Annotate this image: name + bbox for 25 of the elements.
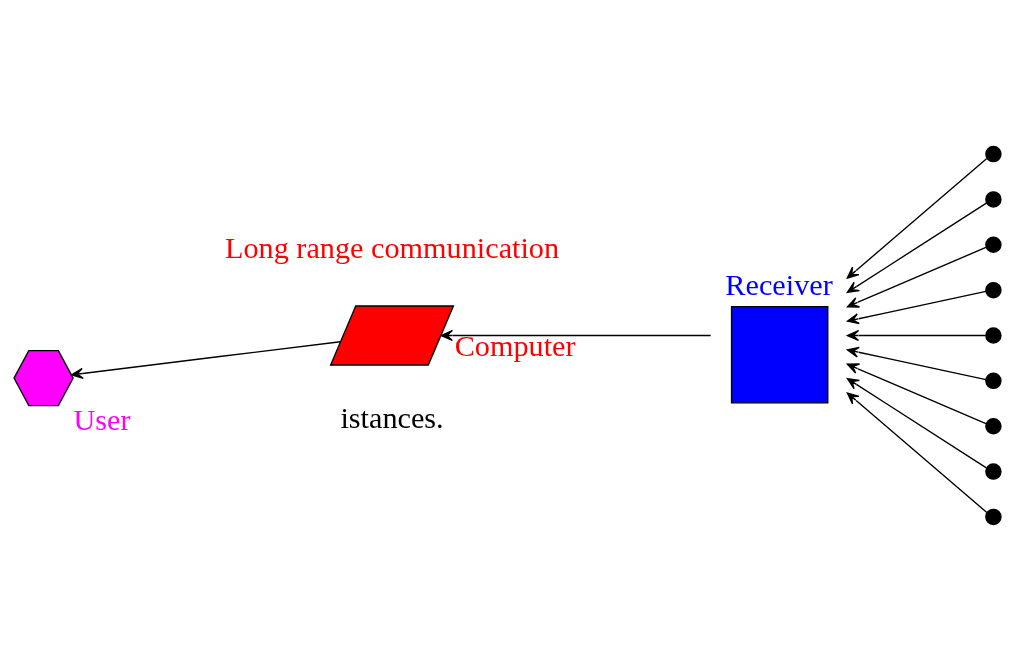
node-circle	[985, 463, 1002, 480]
label: Long range communication	[224, 230, 560, 265]
node-circle	[985, 327, 1002, 344]
node-circle	[985, 236, 1002, 254]
node-label: User	[73, 402, 131, 437]
node-circle	[985, 508, 1002, 526]
arrow	[846, 202, 988, 294]
arrow	[846, 363, 987, 425]
arrow	[846, 377, 988, 469]
node-label: Receiver	[725, 268, 833, 303]
node-circle	[985, 417, 1002, 435]
node-circle	[985, 281, 1002, 299]
node-circle	[985, 191, 1002, 208]
arrow	[846, 290, 987, 325]
arrow	[71, 341, 342, 380]
node-circle	[985, 145, 1002, 163]
arrow	[846, 392, 988, 514]
arrow	[846, 246, 987, 308]
node-label: Computer	[454, 329, 576, 364]
arrow	[846, 346, 987, 381]
node-circle	[985, 372, 1002, 390]
arrow	[440, 329, 712, 342]
arrow	[846, 157, 988, 279]
label: istances.	[340, 401, 444, 436]
arrow	[846, 329, 987, 342]
